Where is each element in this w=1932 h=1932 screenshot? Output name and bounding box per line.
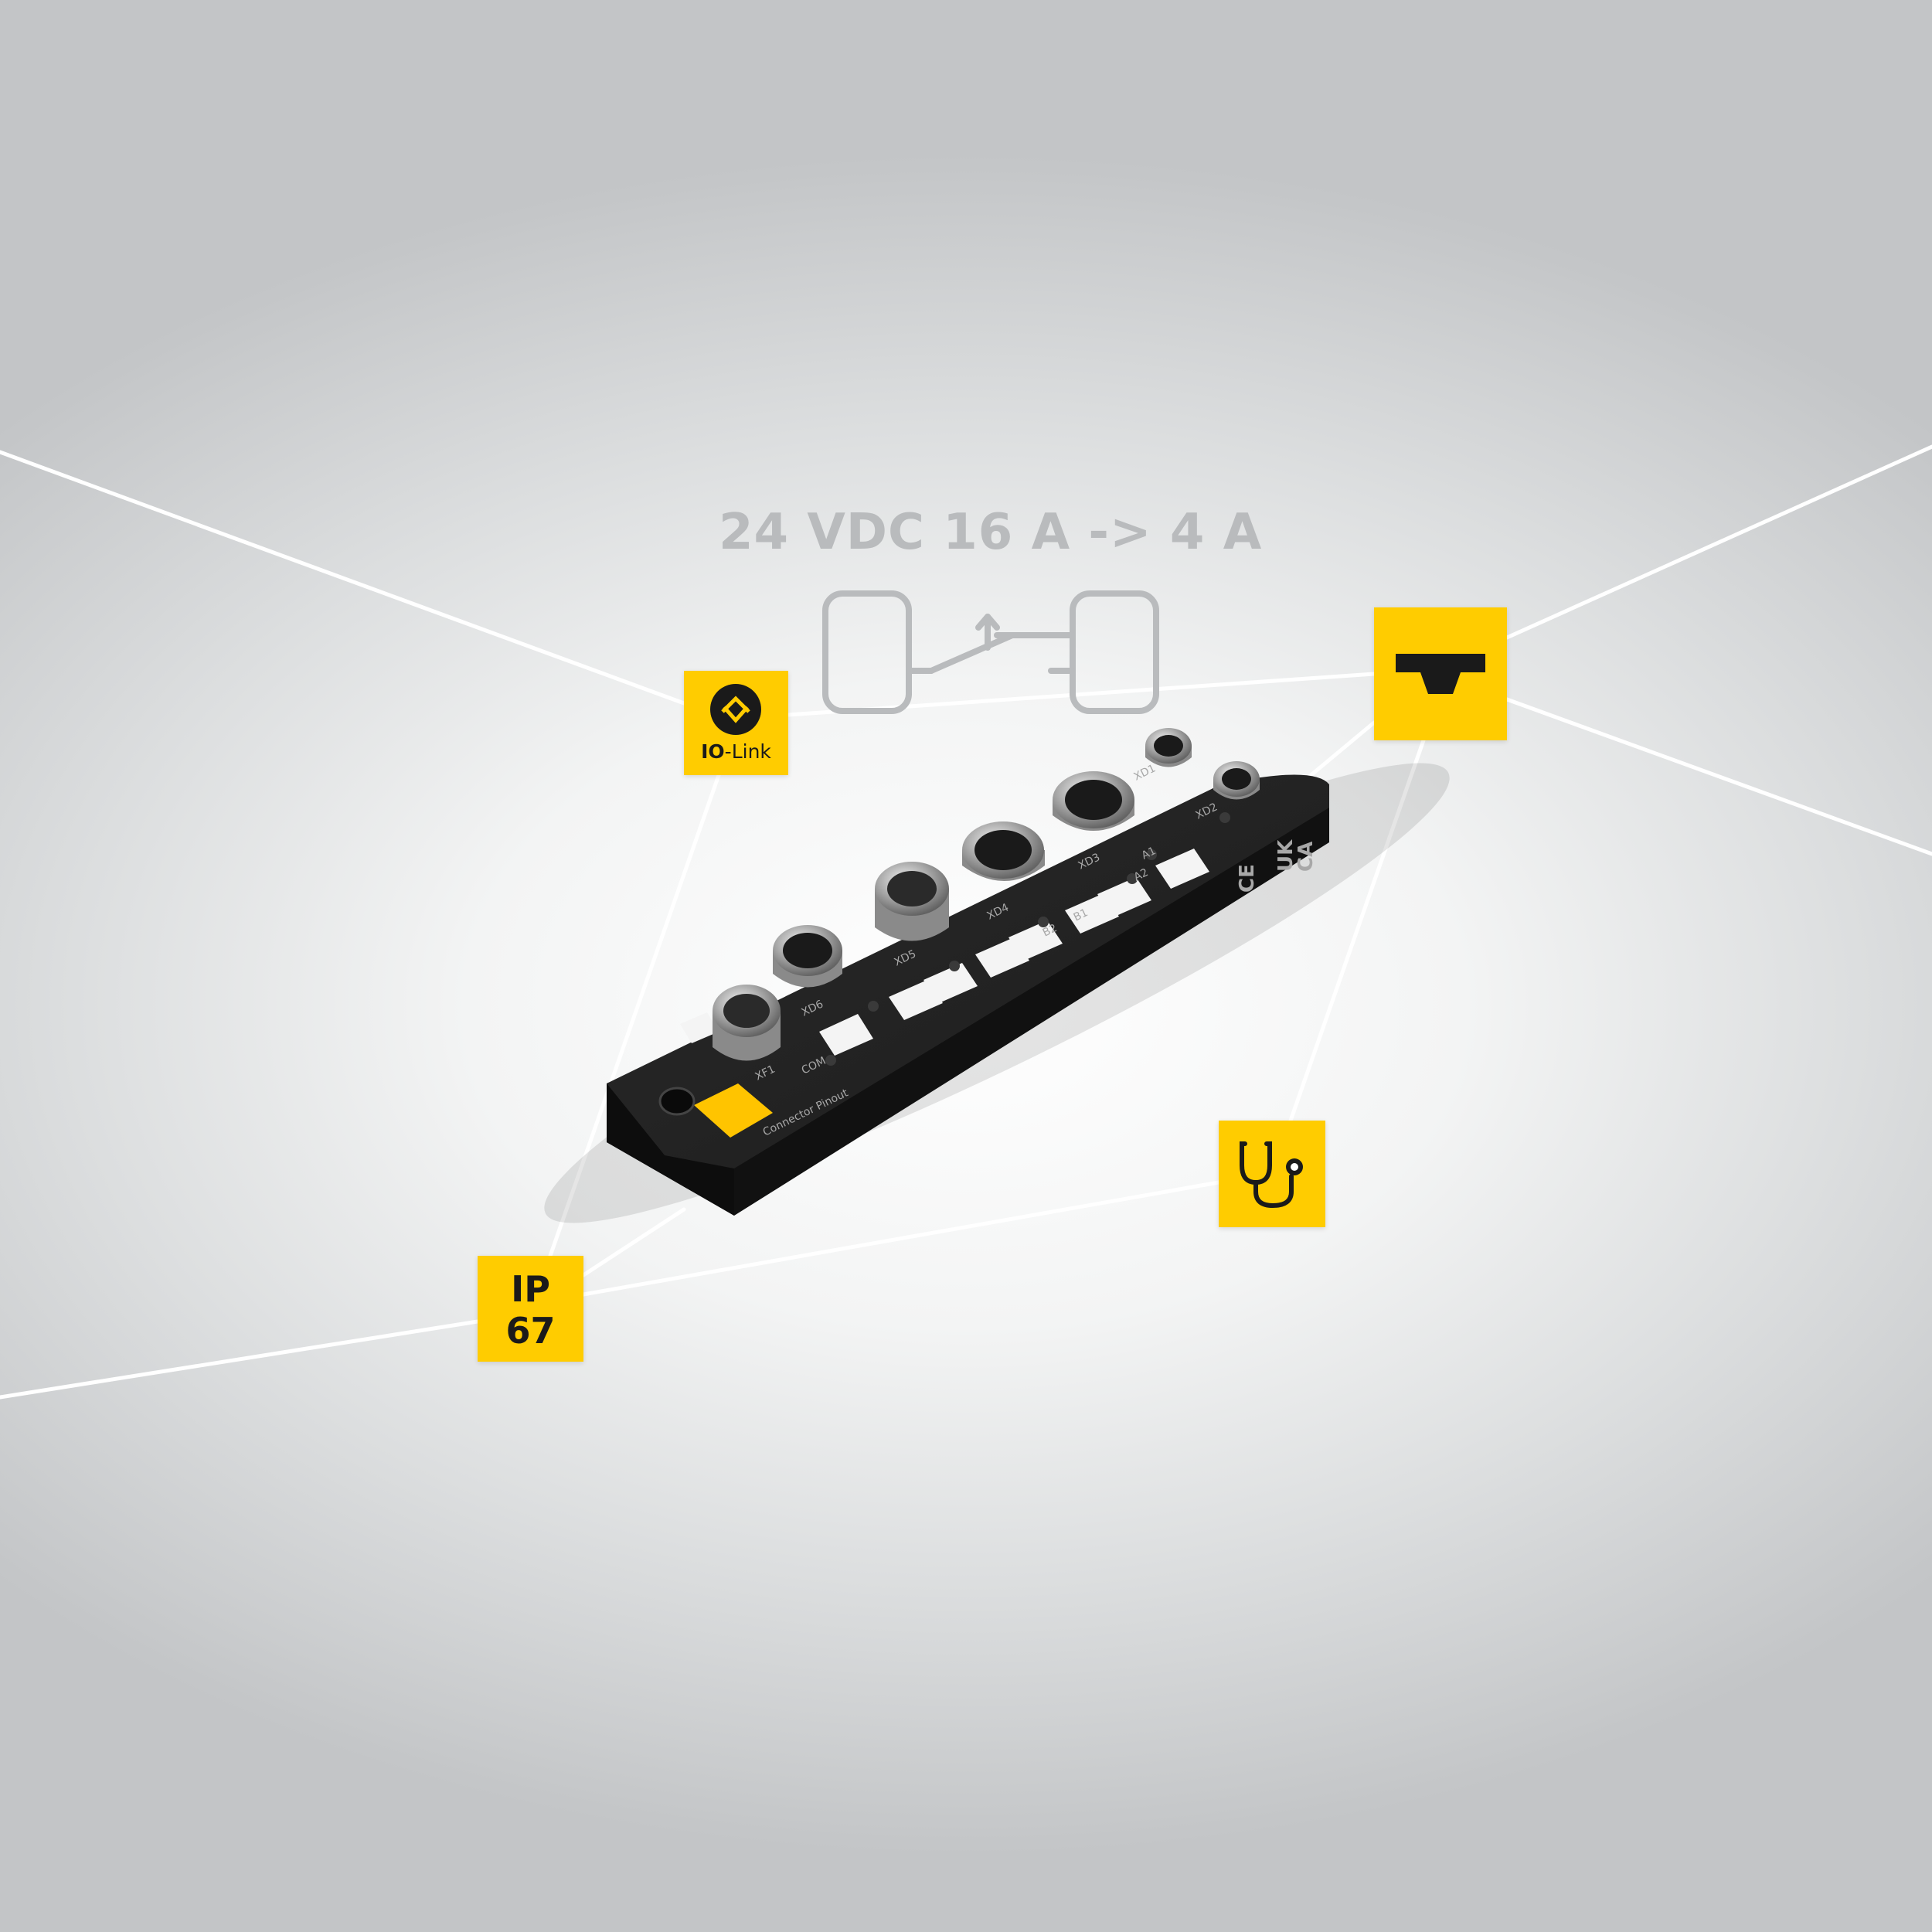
port-label-xd1: XD1 bbox=[1132, 762, 1158, 783]
io-link-label: IO-Link bbox=[701, 740, 771, 763]
yellow-cover bbox=[694, 1083, 773, 1138]
port-xd6 bbox=[773, 925, 842, 988]
turck-t-logo-icon bbox=[1396, 654, 1485, 694]
ip-rating-label: IP bbox=[511, 1268, 550, 1310]
spec-headline: 24 VDC 16 A -> 4 A bbox=[719, 504, 1263, 561]
label-windows bbox=[680, 849, 1209, 1056]
channel-label-b2: B2 bbox=[1041, 922, 1060, 939]
mounting-hole bbox=[658, 1087, 696, 1116]
status-leds bbox=[825, 812, 1230, 1066]
ip67-badge: IP 67 bbox=[478, 1256, 583, 1362]
ip-rating-value: 67 bbox=[505, 1310, 556, 1352]
channel-label-b1: B1 bbox=[1072, 906, 1090, 923]
io-link-badge: IO-Link bbox=[684, 671, 788, 775]
io-link-logo-icon bbox=[710, 684, 761, 735]
channel-label-a1: A1 bbox=[1140, 845, 1158, 862]
housing-front bbox=[607, 1083, 734, 1216]
port-xd4 bbox=[962, 821, 1045, 881]
channel-label-a2: A2 bbox=[1132, 866, 1151, 883]
port-xd1 bbox=[1145, 728, 1192, 767]
port-xd3 bbox=[1053, 771, 1134, 831]
ukca-mark-uk: UK bbox=[1274, 839, 1298, 872]
ukca-mark-ca: CA bbox=[1294, 842, 1318, 872]
diagnostics-badge bbox=[1219, 1121, 1325, 1227]
ce-mark: CE bbox=[1236, 864, 1259, 893]
port-xd2 bbox=[1213, 761, 1260, 800]
stethoscope-icon bbox=[1240, 1141, 1303, 1209]
port-xd5 bbox=[875, 862, 949, 941]
turck-brand-badge bbox=[1374, 607, 1507, 740]
connector-ports bbox=[713, 728, 1260, 1061]
port-xf1 bbox=[713, 985, 781, 1061]
